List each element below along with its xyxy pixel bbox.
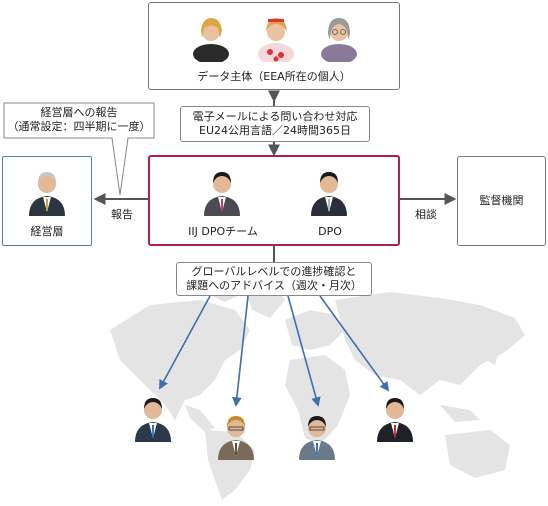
person-icon (258, 18, 294, 62)
dpo-team-person-icon (204, 172, 240, 216)
contact-note-line1: 電子メールによる問い合わせ対応 (192, 110, 358, 123)
report-arrow-label: 報告 (111, 208, 133, 221)
executive-person-icon (29, 172, 65, 216)
management-label: 経営層 (30, 225, 64, 238)
arrow-region-4 (319, 295, 390, 392)
regional-person-icon (135, 398, 171, 442)
consult-arrow-label: 相談 (415, 208, 437, 221)
regional-person-icon (218, 416, 254, 460)
dpo-team-label: IIJ DPOチーム (188, 225, 258, 238)
global-note-line2: 課題へのアドバイス（週次・月次） (186, 279, 362, 292)
arrow-region-2 (232, 295, 249, 407)
arrow-region-1 (159, 295, 211, 390)
dpo-person-icon (311, 172, 347, 216)
authority-box: 監督機関 (457, 156, 546, 246)
person-icon (193, 18, 229, 62)
global-note: グローバルレベルでの進捗確認と 課題へのアドバイス（週次・月次） (176, 262, 372, 296)
dpo-center-box: IIJ DPOチーム DPO (148, 155, 400, 246)
report-note-line1: 経営層への報告 (40, 106, 118, 119)
contact-note: 電子メールによる問い合わせ対応 EU24公用言語／24時間365日 (180, 106, 370, 142)
data-subjects-label: データ主体（EEA所在の個人） (197, 70, 351, 83)
person-icon (321, 18, 357, 62)
authority-label: 監督機関 (479, 194, 524, 207)
global-note-line1: グローバルレベルでの進捗確認と (191, 265, 357, 278)
arrow-region-3 (287, 295, 321, 407)
dpo-label: DPO (318, 225, 342, 238)
report-note-line2: （通常設定：四半期に一度） (7, 120, 151, 133)
regional-person-icon (377, 398, 413, 442)
regional-person-icon (299, 416, 335, 460)
contact-note-line2: EU24公用言語／24時間365日 (199, 124, 351, 137)
